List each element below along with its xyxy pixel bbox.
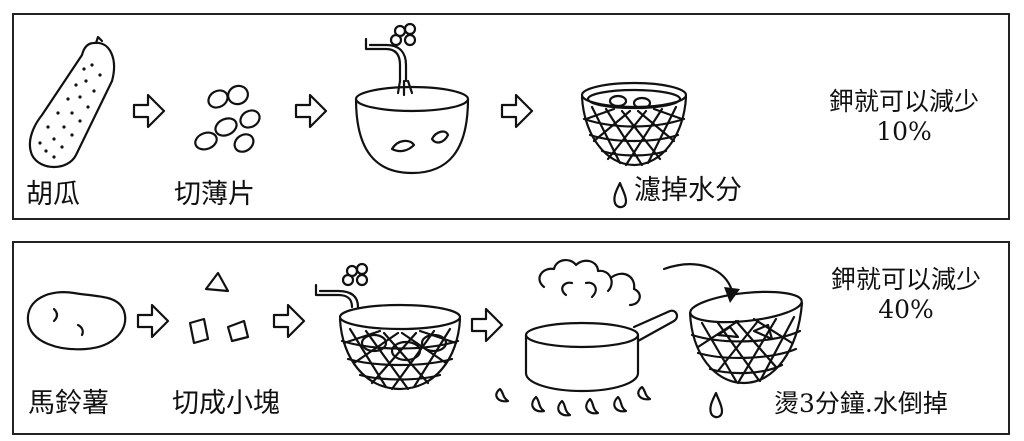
result-line-1: 鉀就可以減少 bbox=[828, 87, 979, 116]
result-line-2: 40% bbox=[878, 295, 934, 324]
cucumber-process-drawing bbox=[28, 22, 688, 209]
potato-process-drawing bbox=[26, 259, 804, 419]
cucumber-label: 胡瓜 bbox=[26, 179, 80, 210]
strainer-basket-icon bbox=[580, 81, 688, 167]
potato-chunks-icon bbox=[188, 271, 250, 345]
right-arrow-icon bbox=[272, 303, 306, 339]
result-line-2: 10% bbox=[876, 117, 932, 146]
right-arrow-icon bbox=[294, 93, 328, 129]
cucumber-icon bbox=[28, 35, 116, 169]
bowl-under-faucet-icon bbox=[354, 22, 470, 175]
faucet-over-strainer-icon bbox=[314, 262, 462, 391]
right-arrow-icon bbox=[132, 93, 166, 129]
cut-label: 切成小塊 bbox=[172, 388, 280, 419]
potato-icon bbox=[26, 291, 127, 351]
pot-on-fire-icon bbox=[495, 259, 679, 417]
slice-label: 切薄片 bbox=[174, 179, 255, 210]
pour-arrow-icon bbox=[662, 263, 740, 303]
drain-label: 濾掉水分 bbox=[634, 175, 742, 206]
result-line-1: 鉀就可以減少 bbox=[830, 265, 981, 294]
right-arrow-icon bbox=[136, 303, 170, 339]
boil-label: 燙3分鐘.水倒掉 bbox=[774, 389, 948, 418]
sliced-pieces-icon bbox=[194, 84, 261, 153]
water-drop-icon bbox=[613, 181, 628, 209]
water-drop-icon bbox=[709, 391, 724, 419]
right-arrow-icon bbox=[470, 307, 504, 343]
result-note: 鉀就可以減少 10% bbox=[804, 87, 1004, 147]
tilted-strainer-icon bbox=[688, 290, 804, 385]
cucumber-process-panel: 胡瓜 切薄片 濾掉水分 鉀就可以減少 10% bbox=[12, 13, 1010, 220]
result-note: 鉀就可以減少 40% bbox=[806, 265, 1006, 325]
potato-label: 馬鈴薯 bbox=[28, 388, 109, 419]
right-arrow-icon bbox=[500, 93, 534, 129]
potato-process-panel: 馬鈴薯 切成小塊 燙3分鐘.水倒掉 鉀就可以減少 40% bbox=[12, 241, 1010, 435]
